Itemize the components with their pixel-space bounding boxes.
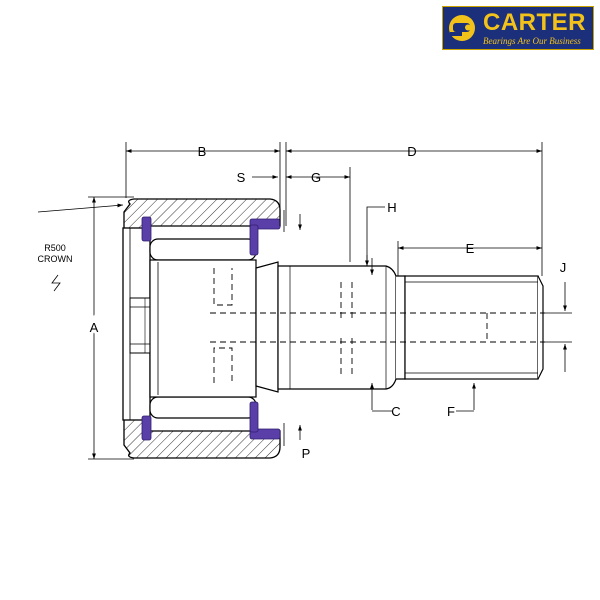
bearing-logo-icon <box>449 15 475 41</box>
dimension-lines <box>37 142 572 460</box>
dimension-labels: B D S G H E J A C F P R500 CROWN <box>38 144 567 461</box>
brand-name: CARTER <box>483 9 586 36</box>
inner-race <box>149 259 257 398</box>
crown-note-line2: CROWN <box>38 254 73 264</box>
seals <box>141 216 281 441</box>
crown-note-line1: R500 <box>44 243 66 253</box>
label-P: P <box>302 446 311 461</box>
label-D: D <box>407 144 416 159</box>
label-J: J <box>560 260 567 275</box>
label-F: F <box>447 404 455 419</box>
outer-ring <box>123 198 281 459</box>
label-S: S <box>237 170 246 185</box>
label-G: G <box>311 170 321 185</box>
label-A: A <box>90 320 99 335</box>
brand-tagline: Bearings Are Our Business <box>483 36 581 46</box>
label-E: E <box>466 241 475 256</box>
label-C: C <box>391 404 400 419</box>
stud-shaft <box>255 261 544 393</box>
carter-logo: CARTER Bearings Are Our Business <box>442 6 594 50</box>
label-H: H <box>387 200 396 215</box>
hidden-lines <box>210 268 545 383</box>
label-B: B <box>198 144 207 159</box>
